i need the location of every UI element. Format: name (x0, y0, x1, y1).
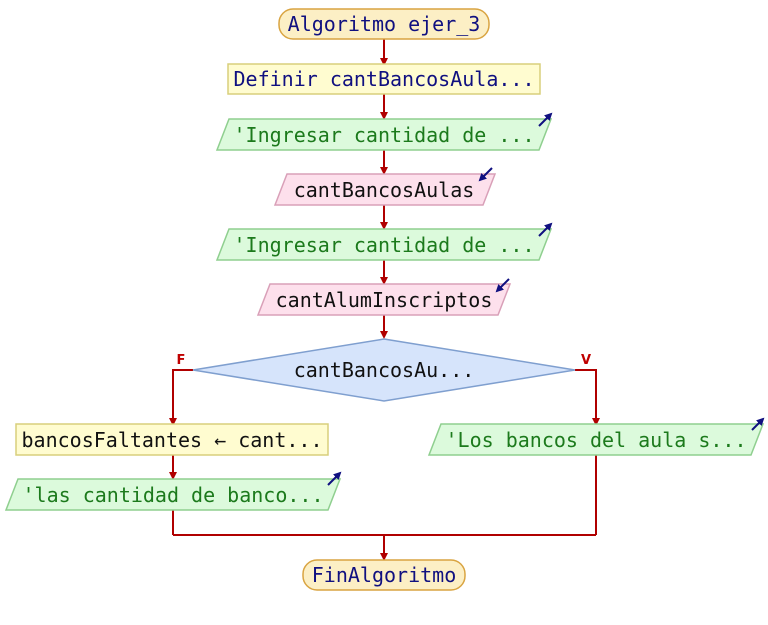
output-arrow-icon (751, 417, 765, 431)
output-step-true-shape (427, 423, 765, 456)
define-process[interactable]: Definir cantBancosAula... (227, 63, 541, 95)
decision-node[interactable]: cantBancosAu... (192, 338, 576, 402)
input-step-2-shape (256, 283, 512, 316)
input-step-2[interactable]: cantAlumInscriptos (256, 278, 512, 316)
output-step-2-label: 'Ingresar cantidad de ... (233, 233, 534, 257)
start-terminal-label: Algoritmo ejer_3 (288, 12, 481, 36)
connector-decision-false (169, 369, 193, 426)
output-step-false-shape (4, 478, 342, 511)
input-arrow-icon (495, 278, 510, 293)
output-step-2[interactable]: 'Ingresar cantidad de ... (215, 222, 553, 261)
start-terminal[interactable]: Algoritmo ejer_3 (278, 8, 490, 40)
assign-process-shape (15, 423, 329, 456)
output-arrow-icon (538, 222, 553, 237)
input-step-1-shape (273, 173, 497, 206)
define-process-shape (227, 63, 541, 95)
input-step-2-label: cantAlumInscriptos (276, 288, 493, 312)
output-step-1-shape (215, 118, 553, 151)
output-step-true-label: 'Los bancos del aula s... (445, 428, 746, 452)
end-terminal-label: FinAlgoritmo (312, 563, 457, 587)
decision-node-label: cantBancosAu... (294, 358, 475, 382)
output-arrow-icon (327, 471, 342, 486)
end-terminal-shape (302, 559, 466, 591)
decision-node-shape (192, 338, 576, 402)
output-step-1-label: 'Ingresar cantidad de ... (233, 123, 534, 147)
assign-process-label: bancosFaltantes ← cant... (21, 428, 322, 452)
input-step-1-label: cantBancosAulas (294, 178, 475, 202)
flow-connectors (169, 39, 600, 561)
output-arrow-icon (538, 112, 553, 127)
false-branch-label: F (177, 353, 186, 368)
end-terminal[interactable]: FinAlgoritmo (302, 559, 466, 591)
define-process-label: Definir cantBancosAula... (233, 67, 534, 91)
start-terminal-shape (278, 8, 490, 40)
true-branch-label: V (581, 353, 591, 368)
assign-process[interactable]: bancosFaltantes ← cant... (15, 423, 329, 456)
output-step-1[interactable]: 'Ingresar cantidad de ... (215, 112, 553, 151)
input-step-1[interactable]: cantBancosAulas (273, 167, 497, 206)
output-step-false[interactable]: 'las cantidad de banco... (4, 471, 342, 511)
output-step-true[interactable]: 'Los bancos del aula s... (427, 417, 765, 456)
output-step-2-shape (215, 228, 553, 261)
output-step-false-label: 'las cantidad de banco... (22, 483, 323, 507)
input-arrow-icon (478, 167, 493, 182)
connector-decision-true (575, 369, 600, 426)
